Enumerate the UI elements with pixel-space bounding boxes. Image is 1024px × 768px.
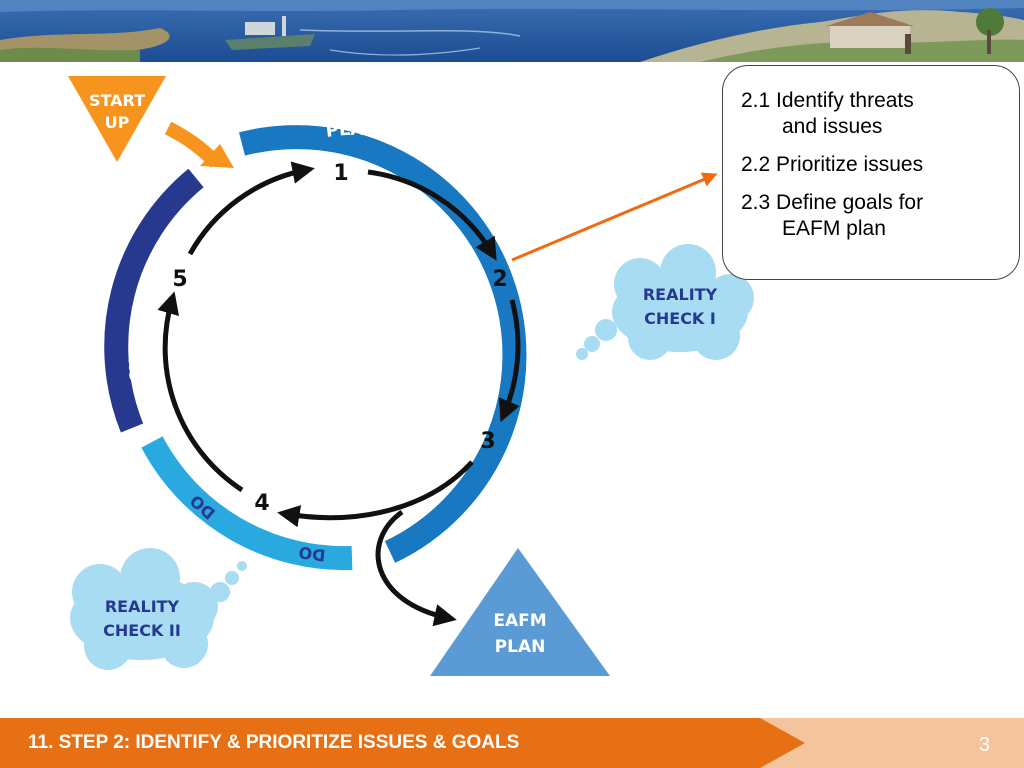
arrow-3-to-4 [277, 460, 474, 528]
ring-label-plan-top: PLAN [325, 119, 381, 142]
substep-2-1-line2: and issues [782, 115, 883, 138]
step-2-substeps-callout: 2.1 Identify threats and issues 2.2 Prio… [722, 65, 1020, 280]
reality-check-2-line2: CHECK II [103, 621, 181, 640]
ring-label-plan-lower-right: PLAN [486, 471, 532, 520]
arrow-5-to-1 [187, 161, 315, 256]
arrow-4-to-5 [157, 291, 244, 493]
reality-check-1-line2: CHECK I [644, 309, 716, 328]
ring-label-do-bottom: DO [297, 542, 326, 565]
do-ring-segment [141, 436, 353, 571]
footer-title-arrow [0, 718, 805, 768]
arrow-2-to-3 [498, 299, 521, 423]
step-2: 2 [492, 267, 507, 292]
ring-label-plan-right: PLAN [519, 226, 560, 277]
callout-connector-arrow [511, 172, 718, 262]
substep-2-3-line1: 2.3 Define goals for [741, 191, 924, 214]
eafm-plan-line1: EAFM [493, 611, 546, 631]
reality-check-2-cloud [70, 548, 247, 670]
reality-check-2-line1: REALITY [105, 597, 180, 616]
arrow-1-to-2 [367, 169, 497, 261]
start-up-label-line2: UP [105, 113, 130, 132]
page-number: 3 [978, 734, 990, 756]
start-up-triangle [68, 76, 166, 162]
substep-2-1-line1: 2.1 Identify threats [741, 89, 914, 112]
reality-check-1-line1: REALITY [643, 285, 718, 304]
step-3: 3 [480, 429, 495, 454]
substep-2-3: 2.3 Define goals for EAFM plan [741, 190, 1009, 242]
start-up-arrowhead [200, 144, 234, 168]
substep-2-2-line1: 2.2 Prioritize issues [741, 153, 924, 176]
slide-footer: 11. STEP 2: IDENTIFY & PRIORITIZE ISSUES… [0, 718, 1024, 768]
footer-title: 11. STEP 2: IDENTIFY & PRIORITIZE ISSUES… [28, 732, 520, 753]
header-banner-illustration [0, 0, 1024, 62]
eafm-cycle-diagram: PLAN PLAN PLAN DO DO CHECK & IMPROVE STA… [68, 76, 754, 676]
reality-check-1-cloud [576, 244, 754, 360]
start-up-label-line1: START [89, 91, 145, 110]
step-4: 4 [254, 491, 269, 516]
substep-2-2: 2.2 Prioritize issues [741, 152, 1009, 178]
step-5: 5 [172, 267, 187, 292]
step-1: 1 [333, 161, 348, 186]
substep-2-3-line2: EAFM plan [782, 217, 886, 240]
check-improve-ring-segment [104, 168, 204, 433]
substep-2-1: 2.1 Identify threats and issues [741, 88, 1009, 140]
arrow-to-eafm-plan [375, 509, 457, 627]
eafm-plan-triangle [430, 548, 610, 676]
plan-ring-segment [239, 125, 527, 563]
eafm-plan-line2: PLAN [495, 637, 546, 657]
